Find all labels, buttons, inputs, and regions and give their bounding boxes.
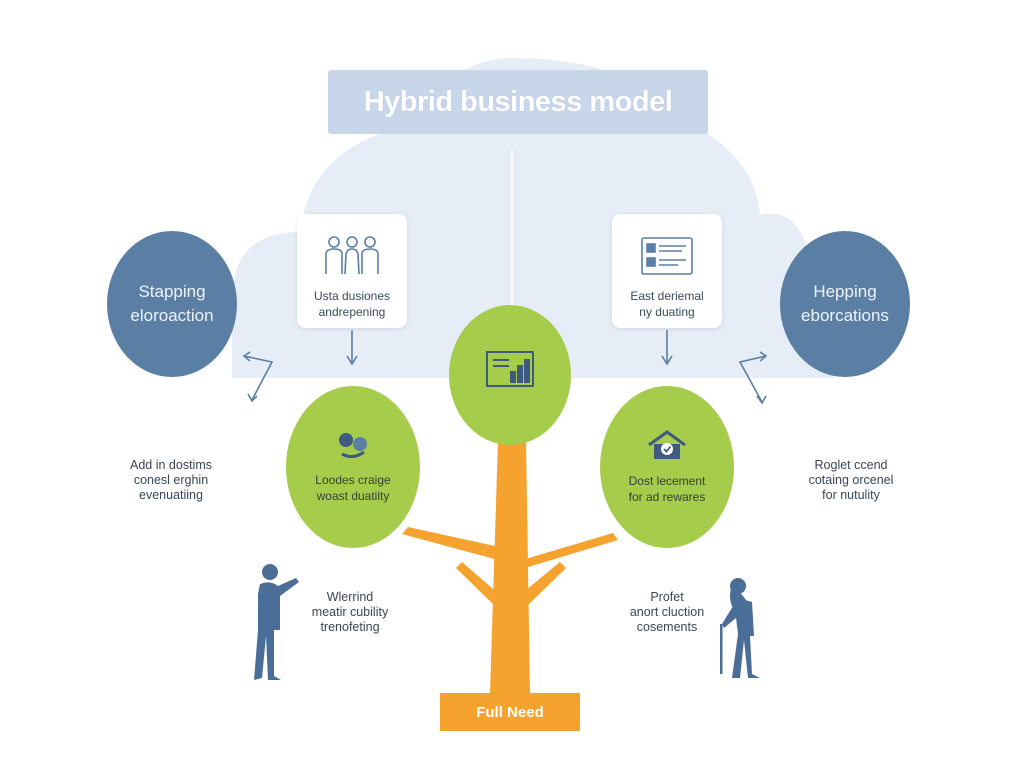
walking-person-icon [716,574,772,689]
tree-base-label: Full Need [440,693,580,731]
right-person-text: Profet anort cluction cosements [612,590,722,635]
right-info-card: East deriemal ny duating [612,214,722,328]
zigzag-arrow-left [242,351,274,403]
right-node-line2: for ad rewares [628,490,706,504]
left-person-line2: meatir cubility [311,605,389,619]
left-circle-line1: Stapping [138,282,206,301]
left-green-node: Loodes craige woast duatilty [286,386,420,548]
right-side-line3: for nutulity [822,488,880,502]
left-side-line2: conesl erghin [133,473,209,487]
right-green-node: Dost lecement for ad rewares [600,386,734,548]
right-blue-circle: Hepping eborcations [780,231,910,377]
right-card-line2: ny duating [639,305,695,319]
left-info-card: Usta dusiones andrepening [297,214,407,328]
left-person-text: Wlerrind meatir cubility trenofeting [300,590,400,635]
left-side-text: Add in dostims conesl erghin evenuatiing [106,458,236,503]
down-arrow-left [346,330,358,366]
down-arrow-right [661,330,673,366]
left-side-line1: Add in dostims [130,458,212,472]
tree-trunk [402,440,618,693]
people-icon [322,232,382,280]
diagram-title: Hybrid business model [328,70,708,134]
zigzag-arrow-right [738,351,768,405]
left-blue-circle: Stapping eloroaction [107,231,237,377]
left-card-line1: Usta dusiones [313,289,391,303]
right-circle-line1: Hepping [813,282,877,301]
right-card-line1: East deriemal [630,289,704,303]
right-person-line2: anort cluction [629,605,705,619]
pointing-person-icon [248,560,304,689]
right-circle-line2: eborcations [801,306,889,325]
right-side-text: Roglet ccend cotaing orcenel for nutulit… [786,458,916,503]
home-check-icon [645,429,689,465]
right-side-line2: cotaing orcenel [808,473,894,487]
left-circle-line2: eloroaction [130,306,214,325]
left-person-line3: trenofeting [320,620,380,634]
document-icon [638,232,696,280]
left-node-line1: Loodes craige [315,473,391,487]
handshake-icon [336,430,370,464]
right-node-line1: Dost lecement [628,474,706,488]
right-person-line1: Profet [650,590,684,604]
right-side-line1: Roglet ccend [814,458,888,472]
left-person-line1: Wlerrind [326,590,374,604]
bar-chart-icon [485,350,535,392]
center-green-node [449,305,571,445]
left-card-line2: andrepening [318,305,386,319]
left-node-line2: woast duatilty [316,489,390,503]
left-side-line3: evenuatiing [139,488,203,502]
right-person-line3: cosements [636,620,698,634]
